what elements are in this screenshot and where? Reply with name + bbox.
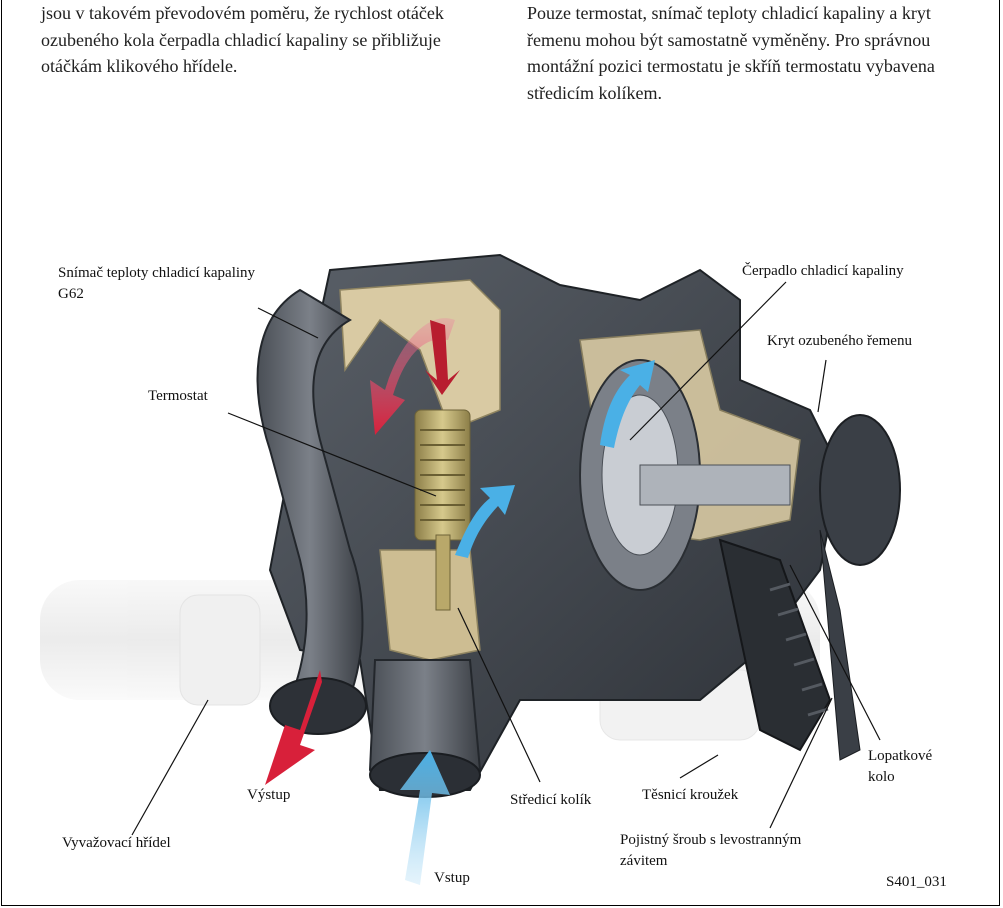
label-locking-bolt: Pojistný šroub s levostranným závitem — [620, 830, 801, 872]
figure-code: S401_031 — [886, 874, 947, 890]
label-line: Snímač teploty chladicí kapaliny — [58, 265, 256, 281]
text-line: ozubeného kola čerpadla chladicí kapalin… — [41, 29, 441, 50]
label-seal-ring: Těsnicí kroužek — [642, 787, 739, 803]
label-line: kolo — [868, 769, 895, 785]
label-coolant-pump: Čerpadlo chladicí kapaliny — [742, 263, 904, 279]
text-line: jsou v takovém převodovém poměru, že ryc… — [41, 3, 444, 23]
label-impeller: Lopatkové kolo — [868, 746, 932, 788]
pump-illustration — [40, 253, 901, 885]
hot-flow-arrows — [265, 318, 460, 785]
text-line: řemenu mohou být samostatně vyměněny. Pr… — [527, 29, 931, 50]
text-column-left: jsou v takovém převodovém poměru, že ryc… — [41, 0, 481, 80]
label-line: Lopatkové — [868, 748, 933, 764]
label-inlet: Vstup — [434, 870, 470, 886]
leader-lines — [131, 281, 881, 836]
label-centering-pin: Středicí kolík — [510, 792, 592, 808]
label-thermostat: Termostat — [148, 388, 208, 404]
text-line: montážní pozici termostatu je skříň term… — [527, 56, 935, 76]
label-belt-cover: Kryt ozubeného řemenu — [767, 333, 912, 349]
cold-flow-arrows — [400, 360, 655, 885]
label-outlet: Výstup — [247, 787, 291, 803]
label-line: G62 — [58, 286, 84, 302]
label-temperature-sensor: Snímač teploty chladicí kapaliny G62 — [58, 263, 255, 305]
label-line: závitem — [620, 853, 668, 869]
text-column-right: Pouze termostat, snímač teploty chladicí… — [527, 0, 967, 106]
cutaway-figure: Snímač teploty chladicí kapaliny G62 Ter… — [0, 230, 1003, 908]
text-line: Pouze termostat, snímač teploty chladicí… — [527, 3, 931, 23]
text-line: otáčkám klikového hřídele. — [41, 56, 238, 76]
label-balance-shaft: Vyvažovací hřídel — [62, 835, 171, 851]
text-line: středicím kolíkem. — [527, 82, 662, 103]
label-line: Pojistný šroub s levostranným — [620, 832, 802, 848]
thermostat-graphic — [414, 409, 471, 611]
